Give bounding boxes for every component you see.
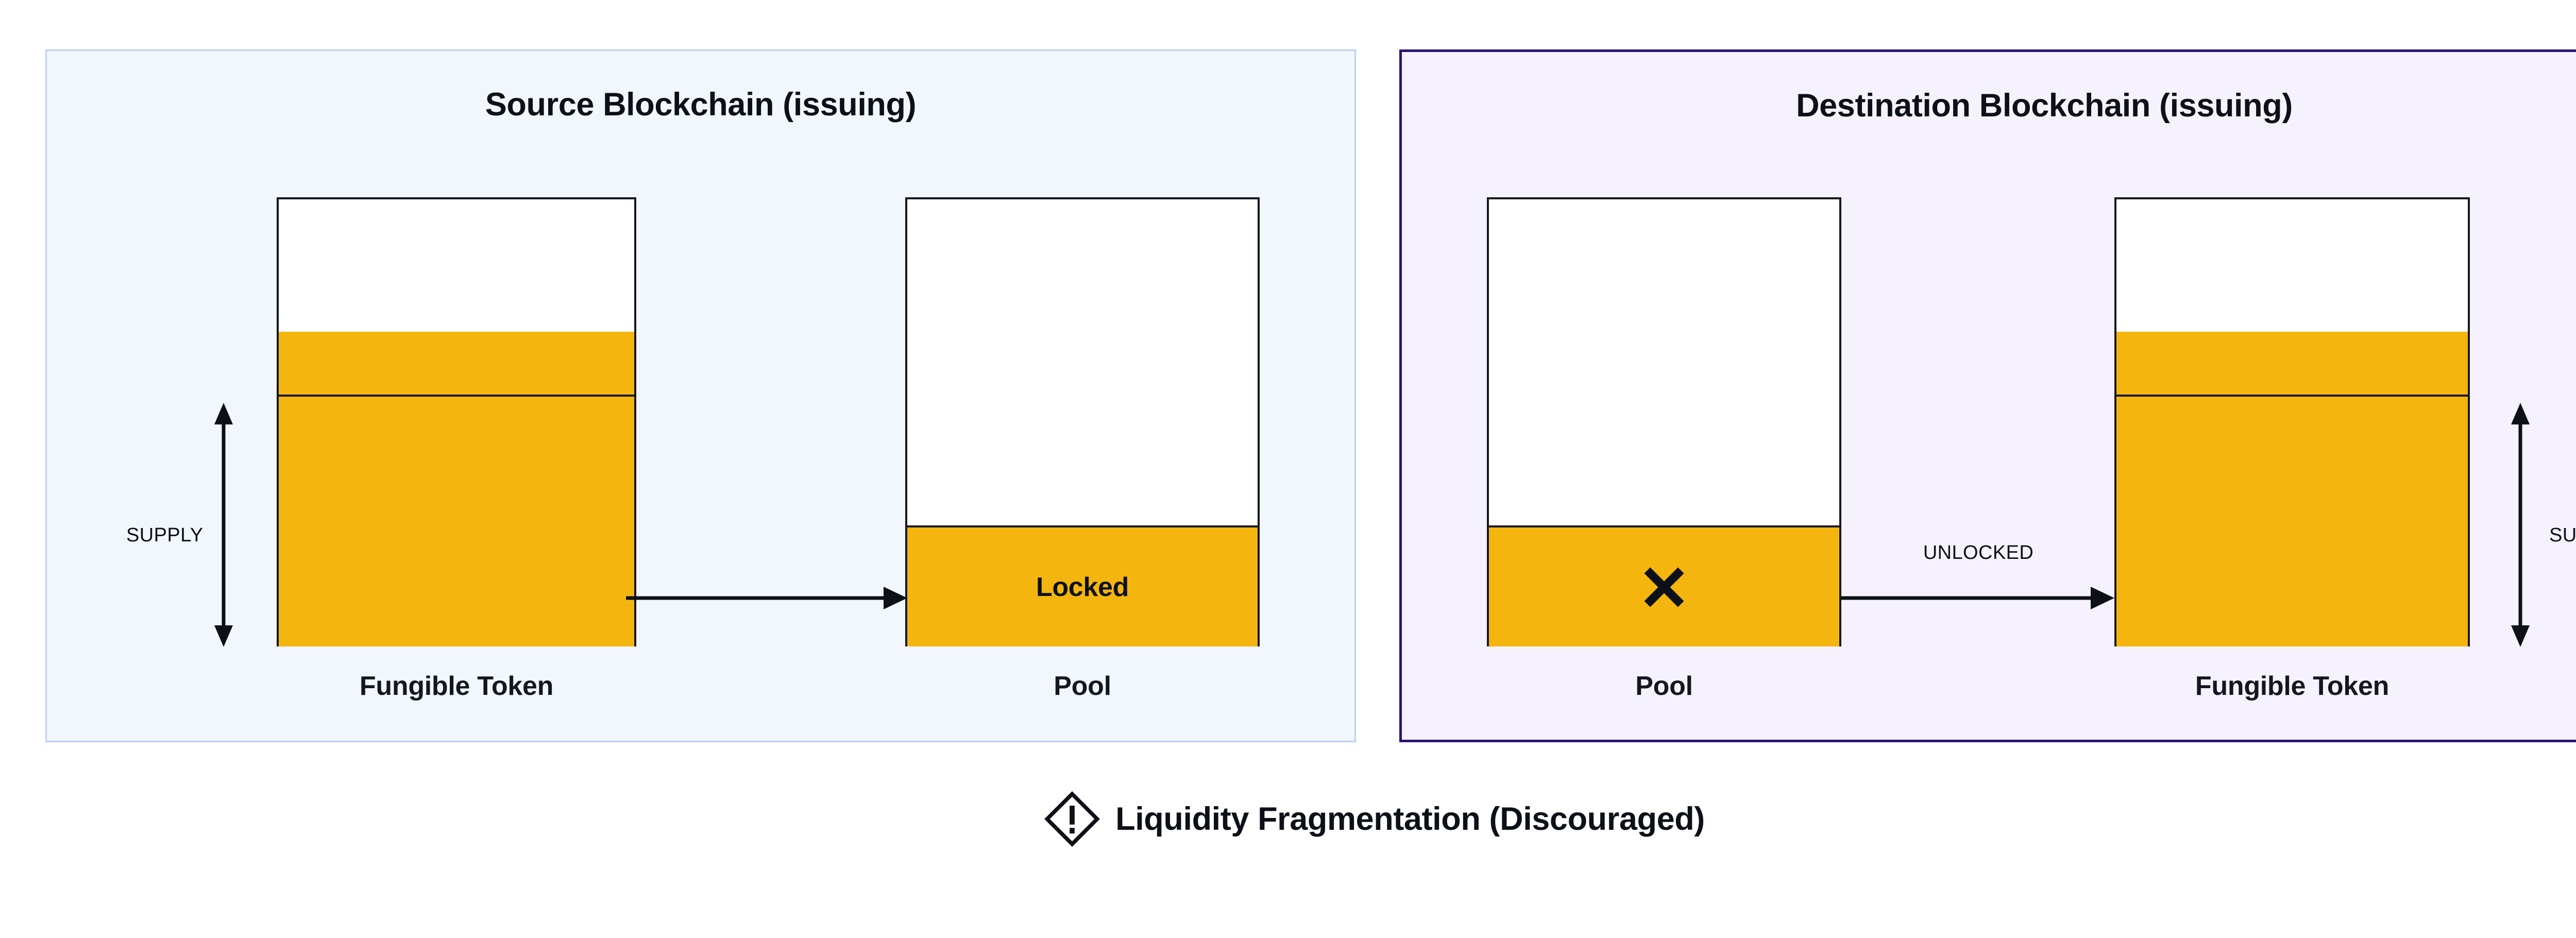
panel-destination-title: Destination Blockchain (issuing) bbox=[1796, 88, 2293, 124]
figure-caption-text: Liquidity Fragmentation (Discouraged) bbox=[1115, 801, 1705, 837]
bar-source-pool: Locked bbox=[905, 197, 1260, 646]
bar-segment-supply-upper bbox=[279, 332, 634, 395]
supply-label-destination: SUPPLY bbox=[2549, 524, 2576, 546]
bar-segment-locked: Locked bbox=[907, 525, 1258, 646]
bar-segment-supply-lower bbox=[279, 395, 634, 646]
supply-double-arrow-destination-icon bbox=[2511, 403, 2530, 647]
figure-caption-row: Liquidity Fragmentation (Discouraged) bbox=[0, 791, 2576, 847]
bar-caption-destination-fungible-token: Fungible Token bbox=[2195, 671, 2389, 701]
supply-label-source: SUPPLY bbox=[126, 524, 204, 546]
bar-caption-destination-pool: Pool bbox=[1635, 671, 1693, 701]
panel-source-title: Source Blockchain (issuing) bbox=[485, 87, 917, 123]
bar-segment-supply-lower bbox=[2116, 395, 2468, 646]
bar-destination-pool bbox=[1487, 197, 1841, 646]
bar-destination-fungible-token bbox=[2114, 197, 2470, 646]
supply-double-arrow-source-icon bbox=[214, 403, 233, 647]
flow-arrow-lock-icon bbox=[626, 587, 907, 609]
flow-arrow-unlock-icon bbox=[1841, 587, 2114, 609]
cross-mark-icon bbox=[1644, 567, 1684, 607]
bar-segment-supply-upper bbox=[2116, 332, 2468, 395]
warning-diamond-icon bbox=[1044, 791, 1100, 847]
bar-caption-source-fungible-token: Fungible Token bbox=[359, 671, 554, 701]
bar-segment-blocked bbox=[1489, 525, 1839, 646]
flow-label-destination: UNLOCKED bbox=[1923, 542, 2034, 564]
bar-source-fungible-token bbox=[277, 197, 636, 646]
bar-caption-source-pool: Pool bbox=[1054, 671, 1111, 701]
